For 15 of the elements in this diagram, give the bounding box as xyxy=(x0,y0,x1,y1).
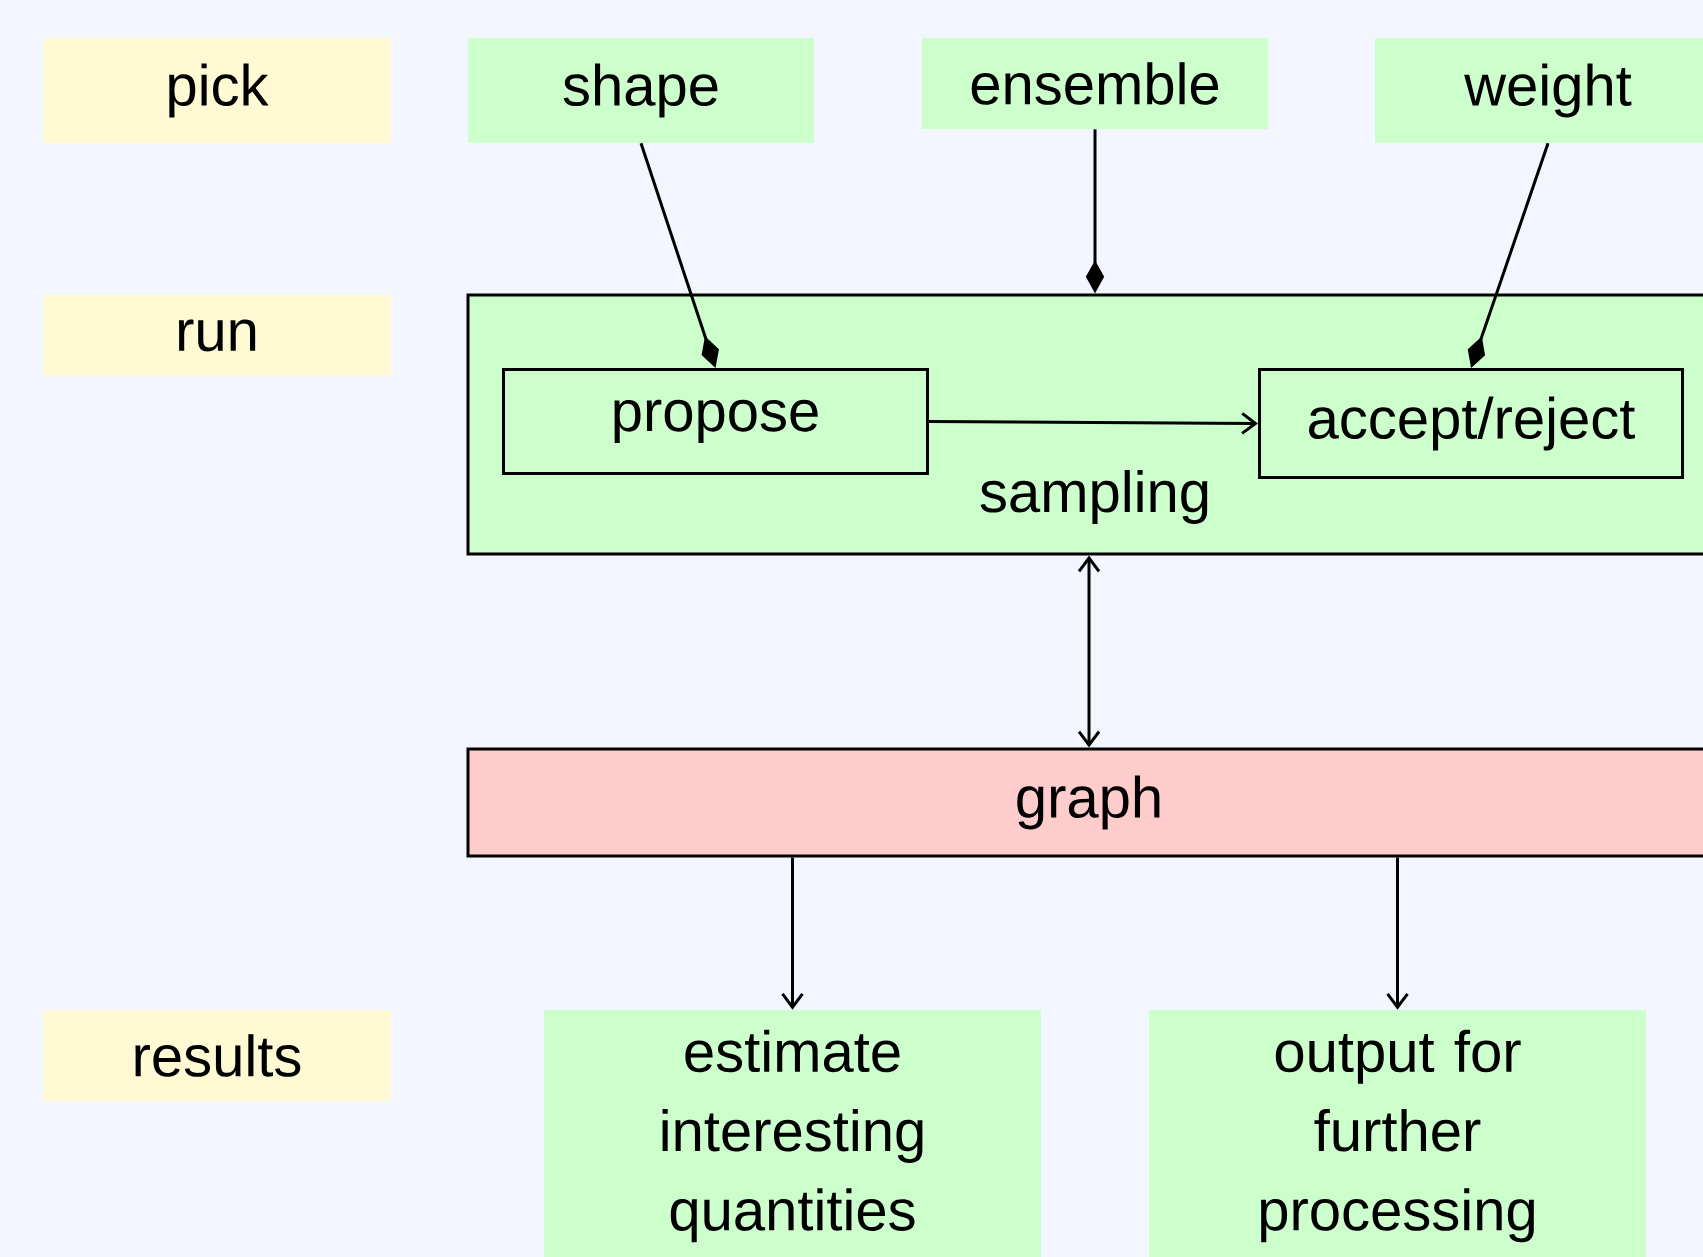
arrow xyxy=(781,857,804,1010)
option-box: weight xyxy=(1375,38,1703,143)
result-box: output for further processing xyxy=(1149,1010,1646,1257)
process-box: accept/reject xyxy=(1258,368,1684,479)
process-box: propose xyxy=(502,368,929,475)
process-box: graph xyxy=(466,747,1703,858)
option-box: ensemble xyxy=(922,38,1268,129)
arrow xyxy=(1386,857,1409,1010)
row-label: run xyxy=(43,295,391,376)
arrow xyxy=(929,412,1259,435)
row-label: results xyxy=(43,1010,391,1101)
option-box: shape xyxy=(468,38,814,143)
result-box: estimate interesting quantities xyxy=(544,1010,1041,1257)
arrow xyxy=(1077,555,1101,748)
row-label: pick xyxy=(43,38,391,143)
